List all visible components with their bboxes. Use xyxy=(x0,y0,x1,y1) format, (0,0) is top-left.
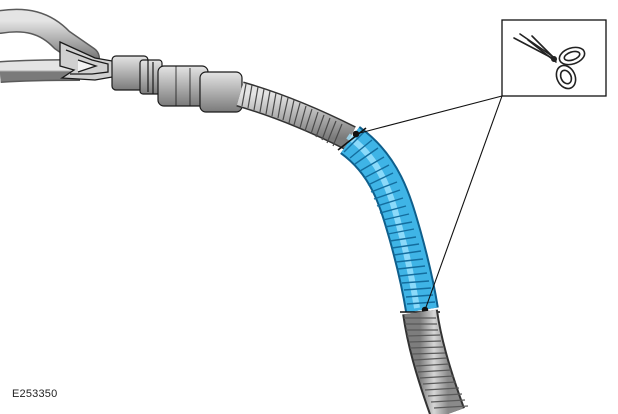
highlighted-conduit-section xyxy=(339,126,439,313)
callout-leader-lines xyxy=(355,95,503,311)
gray-corrugated-tube-upper xyxy=(236,81,356,150)
callout-box xyxy=(501,19,607,97)
harness-connector xyxy=(111,55,243,113)
harness-clip xyxy=(59,40,119,81)
scissors-icon xyxy=(513,33,586,90)
cut-mark-upper xyxy=(337,127,367,151)
gray-corrugated-tube-lower xyxy=(402,309,469,414)
figure-id-label: E253350 xyxy=(12,388,58,400)
